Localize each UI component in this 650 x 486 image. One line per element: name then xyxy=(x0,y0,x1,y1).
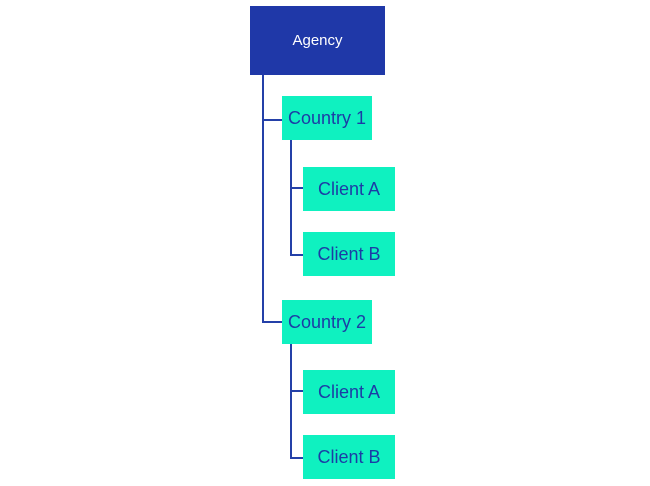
connector-country1-children-vertical xyxy=(290,140,292,256)
node-country-1-client-b-label: Client B xyxy=(317,243,381,264)
node-country-2-client-b-label: Client B xyxy=(317,446,381,467)
node-country-1-client-b: Client B xyxy=(303,232,395,276)
connector-country2-children-vertical xyxy=(290,344,292,459)
node-country-2-label: Country 2 xyxy=(287,311,367,332)
node-country-2-client-a-label: Client A xyxy=(317,381,381,402)
node-country-2: Country 2 xyxy=(282,300,372,344)
node-country-2-client-b: Client B xyxy=(303,435,395,479)
connector-country1-clientb-horizontal xyxy=(290,254,303,256)
connector-country1-clienta-horizontal xyxy=(290,187,303,189)
node-country-1-label: Country 1 xyxy=(287,107,367,128)
node-country-1-client-a-label: Client A xyxy=(317,178,381,199)
connector-country2-clientb-horizontal xyxy=(290,457,303,459)
node-country-2-client-a: Client A xyxy=(303,370,395,414)
connector-country2-clienta-horizontal xyxy=(290,390,303,392)
node-country-1-client-a: Client A xyxy=(303,167,395,211)
connector-agency-to-countries-vertical xyxy=(262,75,264,323)
node-country-1: Country 1 xyxy=(282,96,372,140)
connector-country2-horizontal xyxy=(262,321,282,323)
node-agency: Agency xyxy=(250,6,385,75)
node-agency-label: Agency xyxy=(292,32,343,49)
connector-country1-horizontal xyxy=(262,119,282,121)
